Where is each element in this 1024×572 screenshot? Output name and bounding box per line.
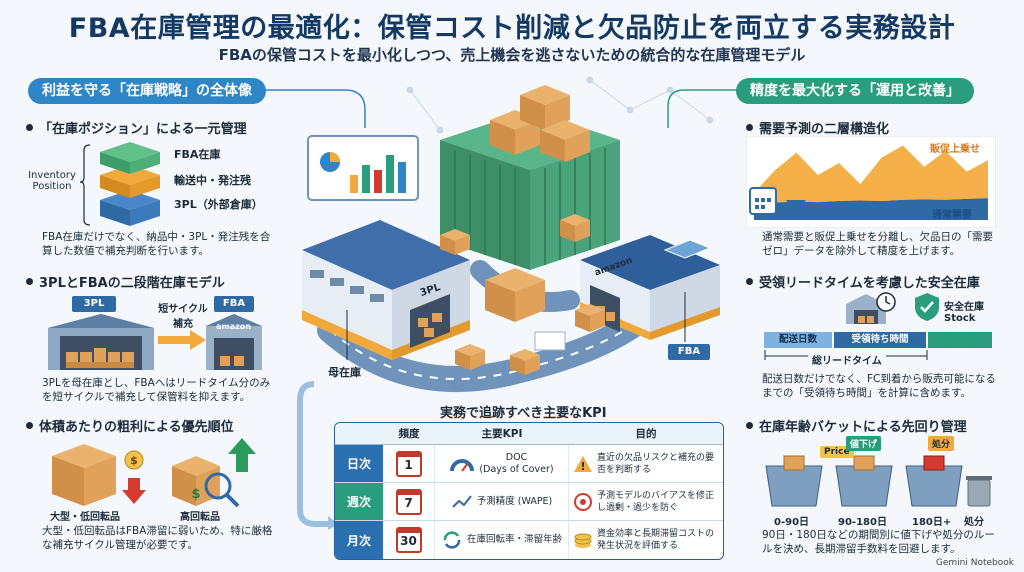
promo-area [754, 145, 988, 204]
large-low-turnover-label: 大型・低回転品 [50, 512, 120, 523]
kpi-purpose-doc: ! 直近の欠品リスクと補充の要否を判断する [569, 445, 723, 482]
base-demand-label: 通常需要 [932, 210, 972, 221]
svg-text:$: $ [130, 454, 138, 467]
table-row: 日次 1 DOC (Days of Cover) ! 直近の欠品リスクと補充の要… [335, 445, 723, 483]
kpi-purpose-wape: 予測モデルのバイアスを修正し過剰・過少を防ぐ [569, 483, 723, 520]
warning-icon: ! [574, 455, 592, 473]
kpi-freq-daily: 日次 [335, 445, 383, 482]
left-sec1-body: FBA在庫だけでなく、納品中・3PL・発注残を合算した数値で補充判断を行います。 [42, 231, 271, 257]
left-connector-line [255, 89, 366, 128]
bucket-label-180plus: 180日+ [912, 517, 952, 528]
bar-delivery-days: 配送日数 [764, 332, 832, 348]
footer-brand: Gemini Notebook [935, 558, 1014, 568]
high-turnover-label: 高回転品 [180, 512, 220, 523]
tag-fba: FBA [214, 296, 254, 312]
base-demand-area [754, 198, 988, 220]
kpi-connector-arrow [297, 381, 338, 530]
tag-3pl: 3PL [72, 296, 116, 312]
calendar-icon: 1 [383, 445, 435, 482]
right-sec2-heading: 受領リードタイムを考慮した安全在庫 [746, 272, 980, 291]
left-sec3-body: 大型・低回転品はFBA滞留に弱いため、特に厳格な補充サイクル管理が必要です。 [42, 525, 273, 551]
arrow-right-icon [158, 330, 206, 350]
page-title: FBA在庫管理の最適化：保管コスト削減と欠品防止を両立する実務設計 [68, 13, 956, 44]
right-connector-line [667, 89, 738, 128]
high-turnover-icon: $ [172, 438, 256, 508]
large-box-icon: $ [52, 444, 146, 506]
gauge-icon [450, 458, 475, 472]
right-sec3-body: 90日・180日などの期間別に値下げや処分のルールを決め、長期滞留手数料を回避し… [762, 529, 995, 555]
left-sec3-heading: 体積あたりの粗利による優先順位 [26, 416, 234, 435]
kpi-title: 実務で追跡すべき主要なKPI [440, 406, 607, 421]
bucket-label-dispose: 処分 [964, 517, 984, 528]
right-sec1-body: 通常需要と販促上乗せを分離し、欠品日の「需要ゼロ」データを除外して精度を上げます… [762, 231, 993, 257]
bar-safety [928, 332, 992, 348]
page-subtitle: FBAの保管コストを最小化しつつ、売上機会を逃さないための統合的な在庫管理モデル [218, 46, 806, 64]
coins-icon [574, 533, 592, 548]
warehouse-fba-icon [206, 314, 262, 370]
line-chart-icon [452, 494, 472, 508]
svg-text:!: ! [580, 460, 585, 473]
short-cycle-label: 短サイクル補充 [158, 304, 208, 330]
svg-text:$: $ [191, 487, 200, 502]
kpi-name-turnover: 在庫回転率・滞留年齢 [435, 521, 569, 559]
kpi-header-kpi: 主要KPI [481, 428, 523, 440]
kpi-name-wape: 予測精度 (WAPE) [435, 483, 569, 520]
bar-receiving-wait: 受領待ち時間 [834, 332, 926, 348]
price-tag: Price [820, 446, 854, 458]
layer-stack-icon [80, 142, 160, 226]
mother-stock-label: 母在庫 [328, 366, 361, 379]
kpi-header-purpose: 目的 [635, 428, 657, 440]
cycle-icon [443, 531, 461, 549]
bucket-label-0-90: 0-90日 [774, 517, 810, 528]
left-sec1-heading: 「在庫ポジション」による一元管理 [26, 118, 247, 137]
kpi-freq-weekly: 週次 [335, 483, 383, 520]
layer-label-3pl: 3PL（外部倉庫） [174, 198, 263, 211]
layer-label-fba: FBA在庫 [174, 148, 221, 161]
amazon-label-small: amazon [216, 322, 251, 331]
fba-tag: FBA [668, 344, 710, 360]
kpi-name-doc: DOC (Days of Cover) [435, 445, 569, 482]
left-section-pill: 利益を守る「在庫戦略」の全体像 [28, 78, 266, 104]
table-row: 月次 30 在庫回転率・滞留年齢 資金効率と長期滞留コストの発生状況を評価する [335, 521, 723, 559]
center-illustration [302, 76, 720, 392]
calendar-icon: 30 [383, 521, 435, 559]
kpi-purpose-turnover: 資金効率と長期滞留コストの発生状況を評価する [569, 521, 723, 559]
total-leadtime-label: 総リードタイム [808, 352, 886, 367]
markdown-tag: 値下げ [846, 436, 882, 451]
right-sec3-heading: 在庫年齢バケットによる先回り管理 [746, 416, 967, 435]
kpi-header-freq: 頻度 [398, 428, 420, 440]
left-sec2-heading: 3PLとFBAの二段階在庫モデル [26, 272, 225, 291]
warehouse-clock-icon [846, 292, 896, 324]
demand-chart [746, 136, 996, 228]
kpi-freq-monthly: 月次 [335, 521, 383, 559]
calendar-icon: 7 [383, 483, 435, 520]
bucket-label-90-180: 90-180日 [838, 517, 887, 528]
warehouse-3pl-icon [48, 314, 154, 370]
right-sec2-body: 配送日数だけでなく、FC到着から販売可能になるまでの「受領待ち時間」を計算に含め… [762, 373, 996, 399]
age-buckets-illustration [765, 455, 992, 507]
kpi-table: 頻度 主要KPI 目的 日次 1 DOC (Days of Cover) ! 直… [334, 422, 724, 560]
layer-label-transit: 輸送中・発注残 [174, 174, 251, 187]
left-sec2-body: 3PLを母在庫とし、FBAへはリードタイム分のみを短サイクルで補充して保管料を抑… [42, 377, 271, 403]
kpi-header-row: 頻度 主要KPI 目的 [335, 423, 723, 445]
shield-check-icon [915, 293, 939, 321]
right-section-pill: 精度を最大化する「運用と改善」 [736, 78, 974, 104]
target-icon [574, 492, 592, 511]
promo-label: 販促上乗せ [930, 144, 980, 155]
table-row: 週次 7 予測精度 (WAPE) 予測モデルのバイアスを修正し過剰・過少を防ぐ [335, 483, 723, 521]
right-sec1-heading: 需要予測の二層構造化 [746, 118, 889, 137]
dispose-tag: 処分 [928, 436, 955, 451]
filter-icon [786, 200, 806, 220]
